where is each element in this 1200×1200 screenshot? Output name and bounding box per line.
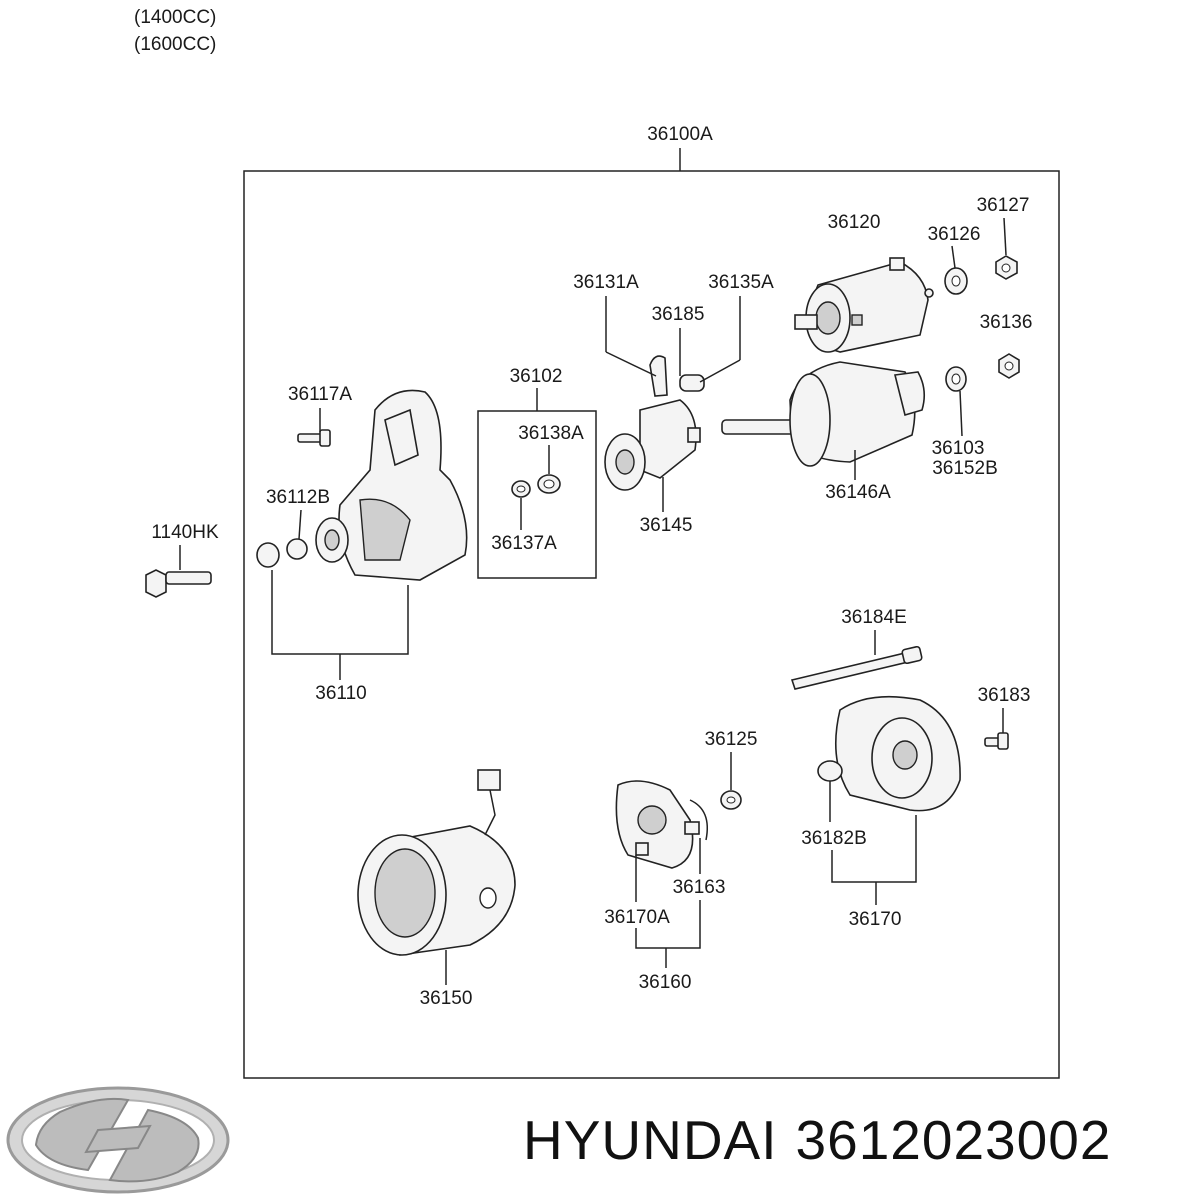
label-36152B: 36152B xyxy=(932,458,998,479)
label-36150: 36150 xyxy=(420,988,473,1009)
part-36131A-lever[interactable] xyxy=(649,355,668,397)
label-36100A: 36100A xyxy=(647,124,713,145)
part-36146A-armature[interactable] xyxy=(721,361,926,467)
part-36103-washer[interactable] xyxy=(945,366,967,392)
part-1140HK-bolt[interactable] xyxy=(145,569,212,598)
leader-36135A-b xyxy=(699,359,741,383)
leader-36127 xyxy=(1003,217,1007,256)
label-36182B: 36182B xyxy=(801,828,867,849)
label-36117A: 36117A xyxy=(288,384,352,405)
part-36136-washer[interactable] xyxy=(998,353,1020,379)
part-36120-solenoid[interactable] xyxy=(794,257,934,353)
brand-part-caption: HYUNDAI 3612023002 xyxy=(523,1108,1111,1172)
brand-name: HYUNDAI xyxy=(523,1109,778,1171)
label-36110: 36110 xyxy=(315,683,366,704)
label-36127: 36127 xyxy=(977,195,1030,216)
label-36185: 36185 xyxy=(652,304,705,325)
label-36138A: 36138A xyxy=(518,423,584,444)
part-36170-rear-cover[interactable] xyxy=(817,695,961,812)
bracket-36160 xyxy=(635,900,701,949)
leader-36103 xyxy=(959,390,963,437)
part-36145-pinion-clutch[interactable] xyxy=(604,399,701,491)
part-36110-front-housing[interactable] xyxy=(315,389,468,581)
label-36126: 36126 xyxy=(928,224,981,245)
part-36184E-through-bolt[interactable] xyxy=(790,645,923,690)
label-36112B: 36112B xyxy=(266,487,330,508)
label-36145: 36145 xyxy=(640,515,693,536)
part-36125-washer[interactable] xyxy=(720,790,742,810)
label-36135A: 36135A xyxy=(708,272,774,293)
label-36102: 36102 xyxy=(510,366,563,387)
label-36103: 36103 xyxy=(932,438,985,459)
part-36127-nut[interactable] xyxy=(995,255,1018,280)
label-36163: 36163 xyxy=(673,877,726,898)
hyundai-logo xyxy=(6,1086,230,1194)
bracket-36110 xyxy=(271,570,409,655)
part-36183-screw[interactable] xyxy=(984,732,1009,750)
label-36136: 36136 xyxy=(980,312,1033,333)
part-36135A-spring[interactable] xyxy=(679,374,705,392)
engine-variants: (1400CC) (1600CC) xyxy=(134,4,216,58)
label-36137A: 36137A xyxy=(491,533,557,554)
leader-36112B xyxy=(298,509,302,540)
part-36137A-ring[interactable] xyxy=(511,480,531,498)
label-36146A: 36146A xyxy=(825,482,891,503)
part-36138A-bush[interactable] xyxy=(537,474,561,494)
label-36125: 36125 xyxy=(705,729,758,750)
part-36117A-bolt[interactable] xyxy=(297,429,331,447)
part-36112B-bush[interactable] xyxy=(256,538,308,568)
leader-36131A-b xyxy=(605,351,657,377)
label-36131A: 36131A xyxy=(573,272,639,293)
label-36183: 36183 xyxy=(978,685,1031,706)
label-36160: 36160 xyxy=(639,972,692,993)
part-36150-yoke[interactable] xyxy=(357,769,516,956)
assembly-frame xyxy=(243,170,1060,1079)
label-36170: 36170 xyxy=(849,909,902,930)
part-36160-brush-holder[interactable] xyxy=(615,780,708,869)
label-36184E: 36184E xyxy=(841,607,907,628)
label-36170A: 36170A xyxy=(604,907,670,928)
leader-36126 xyxy=(951,245,956,269)
label-1140HK: 1140HK xyxy=(151,522,219,543)
label-36120: 36120 xyxy=(828,212,881,233)
part-number: 3612023002 xyxy=(795,1109,1112,1171)
variant-1600cc: (1600CC) xyxy=(134,34,217,55)
part-36126-washer[interactable] xyxy=(944,267,968,295)
bracket-36170 xyxy=(831,815,917,883)
variant-1400cc: (1400CC) xyxy=(134,7,217,28)
